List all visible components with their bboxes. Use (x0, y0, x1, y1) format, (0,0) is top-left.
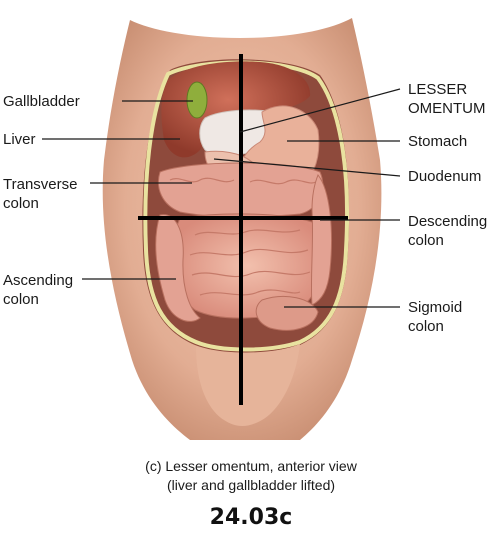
label-duodenum: Duodenum (408, 168, 482, 185)
label-stomach: Stomach (408, 133, 468, 150)
caption-line-1: (c) Lesser omentum, anterior view (145, 458, 357, 474)
label-lesser-omentum: LESSER OMENTUM (408, 81, 486, 117)
label-gallbladder: Gallbladder (3, 93, 80, 110)
figure-id: 24.03c (209, 505, 293, 530)
intestine-coils (169, 177, 317, 296)
gallbladder-shape (186, 81, 208, 119)
lower-abdomen (196, 344, 300, 426)
peritoneum-edge (143, 60, 350, 352)
leader-lines (42, 88, 401, 308)
label-liver: Liver (3, 131, 36, 148)
label-descending-colon: Descending colon (408, 213, 488, 249)
caption-line-2: (liver and gallbladder lifted) (166, 477, 336, 493)
sigmoid-colon-shape (255, 295, 319, 331)
ascending-colon-shape (155, 214, 201, 322)
label-ascending-colon: Ascending colon (3, 272, 74, 308)
label-sigmoid-colon: Sigmoid colon (408, 299, 463, 335)
label-transverse-colon: Transverse colon (3, 176, 78, 212)
